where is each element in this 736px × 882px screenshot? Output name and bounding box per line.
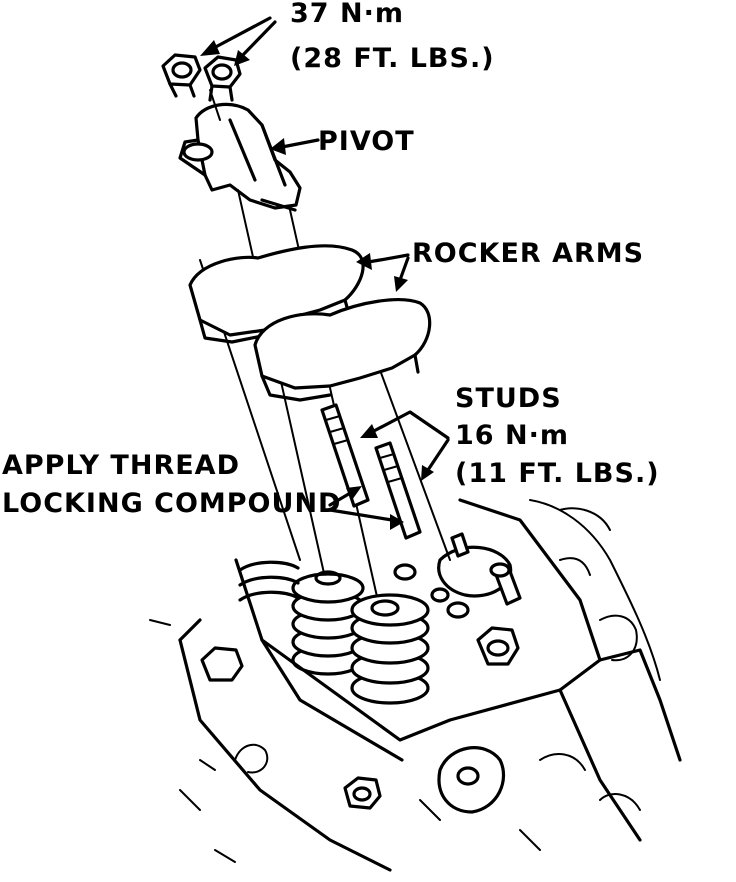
- studs-label: STUDS: [455, 383, 562, 414]
- rocker-arms-label: ROCKER ARMS: [412, 238, 645, 269]
- pivot-bolts: [161, 53, 242, 102]
- pivot-part: [178, 102, 302, 212]
- pivot-label: PIVOT: [318, 126, 415, 157]
- leader-arrows: [200, 16, 450, 530]
- rocker-arm-lower: [253, 298, 432, 402]
- studs-ftlbs-label: (11 FT. LBS.): [455, 458, 660, 489]
- studs: [320, 403, 422, 540]
- apply-thread-label: APPLY THREAD: [2, 450, 240, 481]
- valve-springs: [238, 560, 430, 705]
- cylinder-head: [149, 498, 682, 872]
- locking-compound-label: LOCKING COMPOUND: [2, 488, 342, 519]
- torque-nm-label: 37 N·m: [290, 0, 404, 29]
- torque-ftlbs-label: (28 FT. LBS.): [290, 43, 495, 74]
- studs-nm-label: 16 N·m: [455, 420, 569, 451]
